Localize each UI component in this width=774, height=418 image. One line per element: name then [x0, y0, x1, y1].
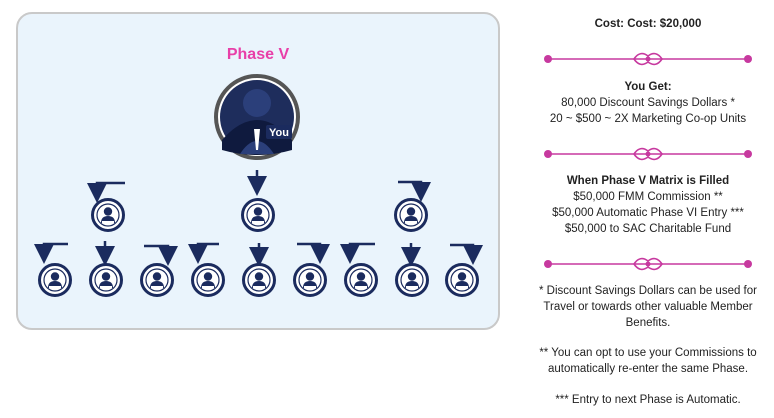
note-line: * Discount Savings Dollars can be used f… — [539, 285, 757, 297]
level2-node-2 — [89, 263, 123, 297]
note-line: *** Entry to next Phase is Automatic. — [555, 394, 741, 406]
you-get-heading: You Get: — [624, 81, 672, 93]
level2-node-1 — [38, 263, 72, 297]
cost-line: Cost: Cost: $20,000 — [594, 18, 702, 30]
level2-node-6 — [293, 263, 327, 297]
level1-node-left — [91, 198, 125, 232]
arrow-root-left — [87, 181, 125, 203]
level1-node-right — [394, 198, 428, 232]
when-filled-line: $50,000 to SAC Charitable Fund — [564, 223, 732, 235]
note-line: Travel or towards other valuable Member — [543, 301, 753, 313]
level2-node-4 — [191, 263, 225, 297]
note-line: ** You can opt to use your Commissions t… — [539, 347, 757, 359]
root-label: You — [269, 127, 289, 139]
when-filled-line: $50,000 FMM Commission ** — [573, 191, 723, 203]
ornament-divider — [544, 52, 752, 66]
ornament-divider — [544, 257, 752, 271]
you-get-line: 20 ~ $500 ~ 2X Marketing Co-op Units — [549, 113, 747, 125]
level2-node-3 — [140, 263, 174, 297]
level2-node-7 — [344, 263, 378, 297]
level1-node-center — [241, 198, 275, 232]
arrow-root-right — [398, 180, 431, 202]
note-line: Benefits. — [625, 317, 671, 329]
details-column: Cost: Cost: $20,000 You Get: 80,000 Disc… — [522, 0, 774, 418]
note-line: automatically re-enter the same Phase. — [547, 363, 749, 375]
level2-node-5 — [242, 263, 276, 297]
when-filled-line: $50,000 Automatic Phase VI Entry *** — [552, 207, 744, 219]
level2-node-8 — [395, 263, 429, 297]
you-get-line: 80,000 Discount Savings Dollars * — [561, 97, 735, 109]
ornament-divider — [544, 147, 752, 161]
level2-node-9 — [445, 263, 479, 297]
when-filled-heading: When Phase V Matrix is Filled — [566, 175, 730, 187]
level2-arrows — [34, 241, 483, 267]
root-avatar: You — [214, 74, 300, 160]
phase-title: Phase V — [226, 46, 290, 63]
matrix-tree: You — [34, 74, 483, 297]
